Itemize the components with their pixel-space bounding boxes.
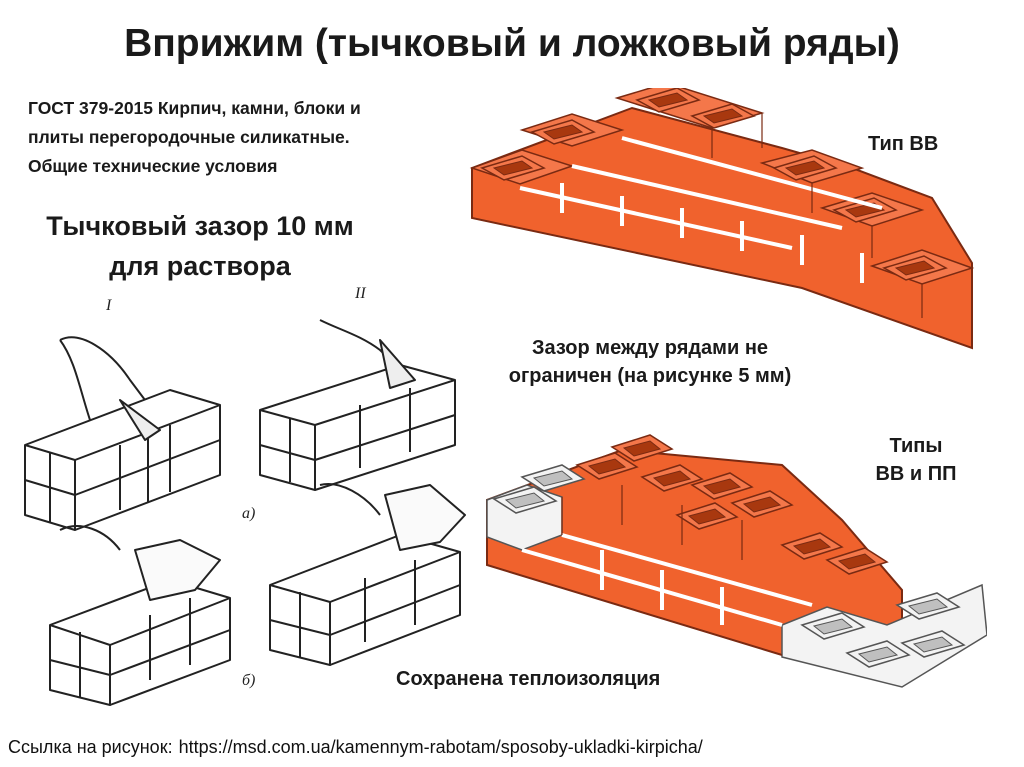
sketch-panel-2 [259, 319, 456, 491]
gost-line-3: Общие технические условия [28, 156, 278, 176]
sketch-panel-1 [24, 336, 221, 531]
brick-wall-type-bb [469, 88, 975, 350]
types-line-1: Типы [889, 435, 943, 457]
head-joint-gap-note: Тычковый зазор 10 мм для раствора [0, 206, 400, 286]
label-type-bb: Тип ВВ [868, 133, 939, 155]
gap-note-line-1: Тычковый зазор 10 мм [46, 211, 354, 241]
gap-note-line-2: для раствора [109, 251, 291, 281]
masonry-sketch-illustration: I II а) б) [24, 285, 466, 706]
types-line-2: ВВ и ПП [875, 463, 957, 485]
gost-line-2: плиты перегородочные силикатные. [28, 127, 350, 147]
label-types-bb-pp: Типы ВВ и ПП [860, 432, 972, 488]
gost-line-1: ГОСТ 379-2015 Кирпич, камни, блоки и [28, 98, 361, 118]
rows-gap-note: Зазор между рядами не ограничен (на рису… [465, 334, 835, 390]
sketch-panel-a [49, 525, 231, 706]
rows-gap-line-1: Зазор между рядами не [531, 337, 769, 359]
rows-gap-line-2: ограничен (на рисунке 5 мм) [508, 365, 792, 387]
image-source: Ссылка на рисунок:https://msd.com.ua/kam… [8, 737, 703, 758]
sketch-mark-a: а) [242, 505, 255, 522]
sketch-panel-b [269, 483, 466, 666]
slide-title: Вприжим (тычковый и ложковый ряды) [124, 22, 900, 65]
insulation-label: Сохранена теплоизоляция [396, 668, 661, 690]
gost-reference: ГОСТ 379-2015 Кирпич, камни, блоки и пли… [28, 94, 468, 181]
sketch-mark-2: II [354, 285, 366, 302]
sketch-mark-1: I [105, 297, 112, 314]
source-link[interactable]: https://msd.com.ua/kamennym-rabotam/spos… [178, 737, 703, 757]
source-label: Ссылка на рисунок: [8, 737, 173, 757]
brick-wall-types-bb-pp [486, 434, 987, 688]
sketch-mark-b: б) [242, 672, 255, 689]
